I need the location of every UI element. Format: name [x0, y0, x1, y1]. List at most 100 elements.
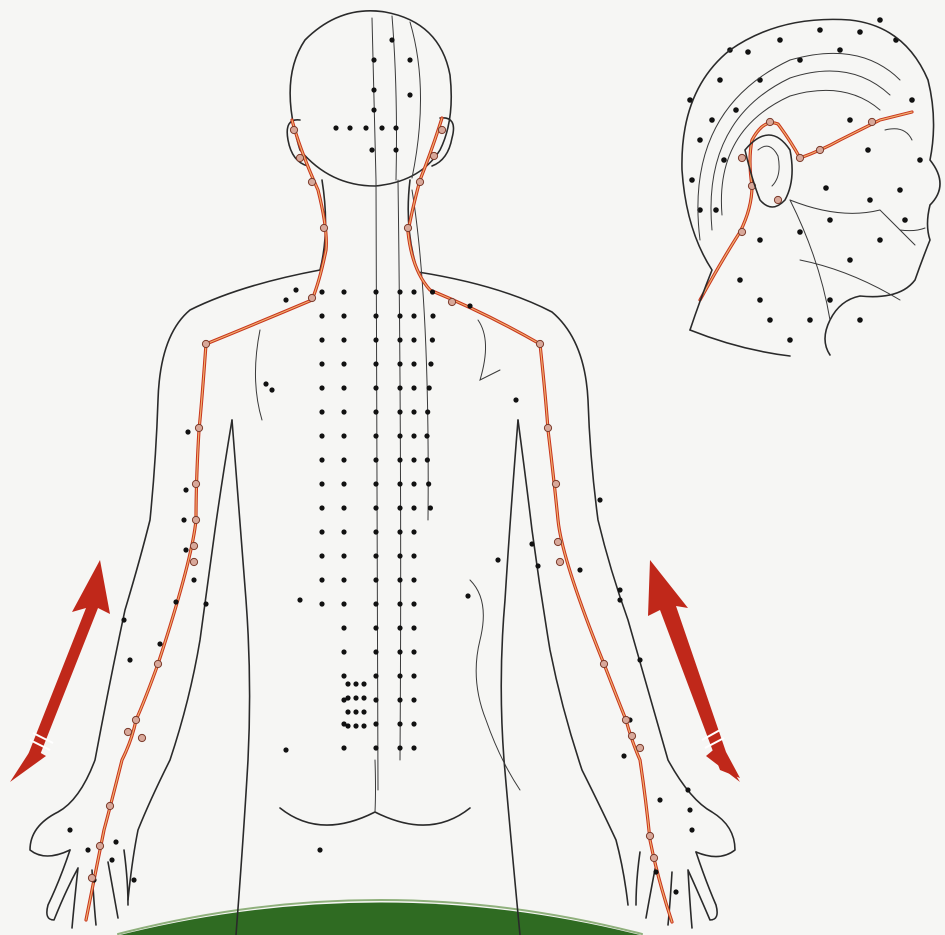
meridian-point — [195, 424, 202, 431]
profile-mouth — [900, 228, 925, 231]
profile-point — [847, 257, 853, 263]
meridian-point — [154, 660, 161, 667]
body-outline — [30, 11, 735, 935]
spine-point — [397, 409, 402, 414]
spine-point — [319, 361, 324, 366]
spine-point — [373, 721, 378, 726]
body-point — [109, 857, 114, 862]
spine-point — [341, 553, 346, 558]
spine-point — [397, 577, 402, 582]
spine-point — [411, 337, 416, 342]
spine-point — [411, 601, 416, 606]
spine-point — [319, 505, 324, 510]
body-point — [687, 807, 692, 812]
profile-meridian-point — [738, 228, 745, 235]
profile-point — [767, 317, 773, 323]
body-point — [689, 827, 694, 832]
spine-point — [373, 577, 378, 582]
body-point — [621, 753, 626, 758]
head-point — [371, 107, 376, 112]
spine-point — [430, 337, 435, 342]
spine-line-2 — [412, 190, 428, 520]
body-point — [203, 601, 208, 606]
meridian-point — [622, 716, 629, 723]
body-point — [513, 397, 518, 402]
spine-point — [411, 313, 416, 318]
body-point — [297, 597, 302, 602]
meridian-point — [124, 728, 131, 735]
spine-line-1 — [398, 180, 401, 760]
profile-point — [757, 297, 763, 303]
spine-point — [373, 649, 378, 654]
profile-point — [787, 337, 793, 343]
profile-point — [807, 317, 813, 323]
spine-point — [373, 481, 378, 486]
meridian-point — [202, 340, 209, 347]
profile-point — [721, 157, 727, 163]
flank-line-right — [470, 580, 520, 790]
spine-point — [411, 289, 416, 294]
body-point — [157, 641, 162, 646]
profile-point — [827, 297, 833, 303]
spine-point — [424, 433, 429, 438]
spine-point — [373, 361, 378, 366]
profile-point — [909, 97, 915, 103]
profile-point — [897, 187, 903, 193]
sacral-point — [345, 709, 350, 714]
spine-point — [411, 745, 416, 750]
meridian-point — [554, 538, 561, 545]
torso-left — [232, 420, 250, 935]
spine-point — [411, 697, 416, 702]
spine-point — [341, 529, 346, 534]
spine-point — [426, 481, 431, 486]
spine-point — [341, 577, 346, 582]
profile-point — [713, 207, 719, 213]
profile-point — [902, 217, 908, 223]
body-point — [181, 517, 186, 522]
spine-point — [411, 409, 416, 414]
left-arrow — [10, 560, 110, 782]
head-line-3 — [410, 22, 421, 178]
body-point — [191, 577, 196, 582]
body-point — [185, 429, 190, 434]
spine-point — [430, 289, 435, 294]
spine-point — [319, 577, 324, 582]
sacral-point — [345, 695, 350, 700]
spine-point — [341, 385, 346, 390]
spine-point — [411, 553, 416, 558]
spine-point — [373, 337, 378, 342]
spine-point — [341, 433, 346, 438]
meridian-point — [600, 660, 607, 667]
spine-point — [397, 433, 402, 438]
spine-point — [397, 529, 402, 534]
torso-right — [501, 420, 520, 935]
meridian-point — [636, 744, 643, 751]
spine-point — [319, 313, 324, 318]
spine-point — [397, 697, 402, 702]
profile-point — [697, 137, 703, 143]
spine-point — [319, 553, 324, 558]
spine-point — [411, 361, 416, 366]
spine-point — [397, 721, 402, 726]
meridian-point — [646, 832, 653, 839]
body-point — [529, 541, 534, 546]
head-point — [393, 125, 398, 130]
body-point — [183, 487, 188, 492]
profile-point — [877, 237, 883, 243]
spine-point — [411, 505, 416, 510]
spine-point — [319, 409, 324, 414]
profile-meridian-point — [816, 146, 823, 153]
spine-point — [397, 313, 402, 318]
left-meridian-highlight — [86, 120, 326, 920]
spine-point — [319, 433, 324, 438]
spine-point — [341, 361, 346, 366]
sacral-point — [345, 681, 350, 686]
body-point — [67, 827, 72, 832]
body-point — [467, 303, 472, 308]
profile-face-2 — [790, 200, 830, 320]
spine-point — [319, 529, 324, 534]
head-point — [347, 125, 352, 130]
spine-point — [341, 409, 346, 414]
spine-point — [373, 385, 378, 390]
